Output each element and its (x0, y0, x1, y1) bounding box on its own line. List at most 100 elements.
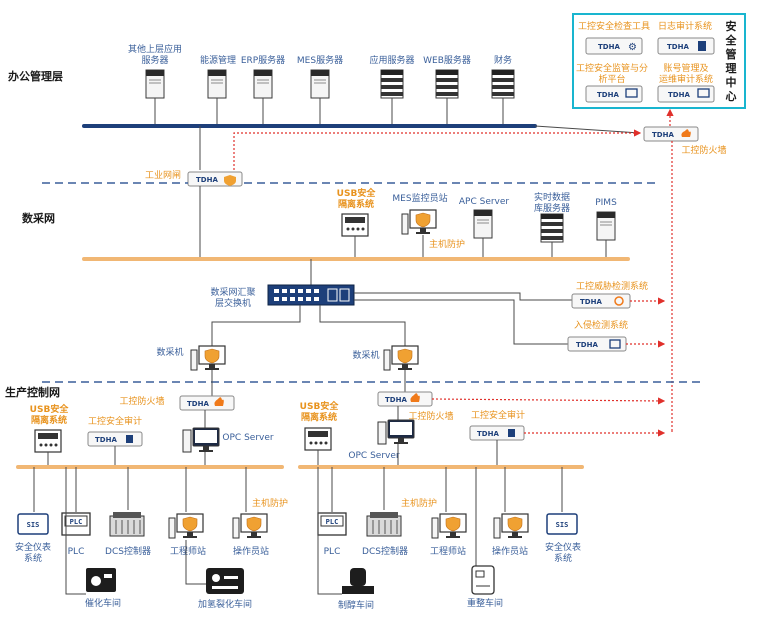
svg-text:理: 理 (726, 62, 737, 75)
workshop-reforming: 重整车间 (467, 565, 503, 609)
svg-text:TDHA: TDHA (576, 341, 598, 349)
prod-right-plc: PLC PLC (317, 467, 347, 557)
svg-text:中: 中 (726, 75, 737, 89)
layer-data-acq: 数采网 (22, 211, 55, 225)
monitor-icon (609, 339, 621, 349)
svg-text:工控防火墙: 工控防火墙 (681, 144, 726, 156)
svg-text:其他上层应用: 其他上层应用 (128, 43, 182, 55)
prod-left-security-audit: 工控安全审计 TDHA (87, 415, 143, 466)
prod-left-opc-server: OPC Server (182, 427, 274, 453)
svg-text:工控防火墙: 工控防火墙 (408, 410, 453, 422)
svg-text:工控安全审计: 工控安全审计 (471, 409, 525, 421)
aggregation-switch: 数采网汇聚 层交换机 (210, 284, 355, 309)
prod-right-sis: SIS 安全仪表 系统 (545, 467, 581, 564)
svg-text:TDHA: TDHA (668, 91, 690, 99)
svg-text:操作员站: 操作员站 (492, 545, 528, 557)
svg-text:工控安全检查工具: 工控安全检查工具 (578, 20, 650, 32)
link-anomaly (354, 292, 572, 301)
office-to-firewall-link (534, 125, 641, 134)
sc-module-monitor-platform: 工控安全监管与分 析平台 TDHA (576, 62, 648, 103)
svg-text:APC Server: APC Server (459, 197, 510, 207)
collector-left: 数采机 (156, 345, 226, 371)
prod-right-security-audit: 工控安全审计 TDHA (469, 409, 525, 466)
svg-text:TDHA: TDHA (95, 436, 117, 444)
svg-text:主机防护: 主机防护 (252, 497, 288, 509)
svg-text:SIS: SIS (556, 521, 569, 529)
svg-text:TDHA: TDHA (385, 396, 407, 404)
svg-text:OPC Server: OPC Server (222, 433, 273, 443)
anomaly-detection: 工控威胁检测系统 TDHA (571, 280, 648, 309)
prod-left-operator-station: 主机防护 操作员站 (232, 467, 288, 557)
svg-text:制醇车间: 制醇车间 (338, 599, 374, 611)
svg-text:主机防护: 主机防护 (401, 497, 437, 509)
office-server-erp: ERP服务器 (241, 54, 285, 125)
office-server-app: 应用服务器 (369, 54, 415, 125)
svg-text:运维审计系统: 运维审计系统 (659, 73, 713, 85)
svg-text:安全仪表: 安全仪表 (545, 541, 581, 553)
red-link-gateway (233, 129, 642, 170)
collector-right: 数采机 (352, 345, 419, 371)
svg-text:隔离系统: 隔离系统 (31, 414, 67, 426)
svg-text:MES服务器: MES服务器 (297, 54, 343, 66)
svg-text:USB安全: USB安全 (300, 400, 340, 412)
svg-text:全: 全 (725, 33, 738, 47)
svg-text:隔离系统: 隔离系统 (301, 411, 337, 423)
sc-module-log-audit: 日志审计系统 TDHA (657, 20, 715, 55)
svg-text:库服务器: 库服务器 (534, 202, 570, 214)
svg-text:安: 安 (726, 19, 737, 33)
document-icon (698, 41, 706, 51)
svg-text:PLC: PLC (68, 547, 85, 557)
svg-text:TDHA: TDHA (597, 91, 619, 99)
svg-text:MES监控员站: MES监控员站 (392, 192, 447, 204)
svg-text:TDHA: TDHA (580, 298, 602, 306)
prod-right-operator-station: 操作员站 (492, 467, 529, 557)
svg-text:应用服务器: 应用服务器 (369, 54, 414, 66)
office-server-web: WEB服务器 (423, 54, 471, 125)
workshop-alcohol: 制醇车间 (338, 568, 374, 611)
svg-text:工程师站: 工程师站 (170, 545, 206, 557)
svg-text:TDHA: TDHA (196, 176, 218, 184)
prod-left-plc: PLC PLC (61, 467, 91, 557)
svg-text:PLC: PLC (70, 518, 83, 526)
svg-text:财务: 财务 (494, 54, 512, 66)
monitor-icon (697, 88, 710, 98)
dacq-mes-station: MES监控员站 主机防护 (392, 192, 465, 258)
prod-left-firewall: 工控防火墙 TDHA (119, 395, 235, 411)
svg-text:数采网汇聚: 数采网汇聚 (210, 286, 255, 298)
prod-right-dcs: DCS控制器 (362, 467, 408, 557)
svg-text:系统: 系统 (24, 552, 42, 564)
sc-module-account-audit: 账号管理及 运维审计系统 TDHA (657, 62, 715, 103)
svg-text:层交换机: 层交换机 (215, 297, 251, 309)
prod-left-dcs: DCS控制器 (105, 467, 151, 557)
svg-text:工控安全监管与分: 工控安全监管与分 (576, 62, 648, 74)
svg-text:催化车间: 催化车间 (85, 597, 121, 609)
svg-text:重整车间: 重整车间 (467, 597, 503, 609)
svg-text:安全仪表: 安全仪表 (15, 541, 51, 553)
svg-text:工控威胁检测系统: 工控威胁检测系统 (576, 280, 648, 292)
svg-text:入侵检测系统: 入侵检测系统 (574, 319, 628, 331)
svg-text:TDHA: TDHA (652, 131, 674, 139)
industrial-gateway: 工业网闸 TDHA (145, 170, 243, 187)
layer-office: 办公管理层 (8, 69, 63, 83)
prod-right-opc-server: OPC Server (348, 419, 415, 461)
svg-text:USB安全: USB安全 (337, 187, 377, 199)
flame-icon (681, 129, 691, 137)
document-icon (508, 429, 515, 437)
svg-text:心: 心 (726, 90, 737, 103)
svg-text:操作员站: 操作员站 (233, 545, 269, 557)
svg-text:管: 管 (726, 47, 737, 61)
security-center-title: 安 全 管 理 中 心 (725, 19, 738, 103)
svg-text:TDHA: TDHA (598, 43, 620, 51)
svg-text:PLC: PLC (326, 518, 339, 526)
dacq-apc-server: APC Server (459, 197, 510, 258)
link-intrusion (354, 299, 572, 345)
svg-text:ERP服务器: ERP服务器 (241, 54, 285, 66)
office-server-finance: 财务 (491, 54, 515, 125)
red-link-fw-right (431, 397, 666, 405)
svg-text:服务器: 服务器 (141, 54, 168, 66)
svg-text:工控安全审计: 工控安全审计 (88, 415, 142, 427)
svg-text:PIMS: PIMS (595, 198, 617, 208)
shield-icon (224, 175, 236, 186)
radar-icon (614, 296, 624, 306)
